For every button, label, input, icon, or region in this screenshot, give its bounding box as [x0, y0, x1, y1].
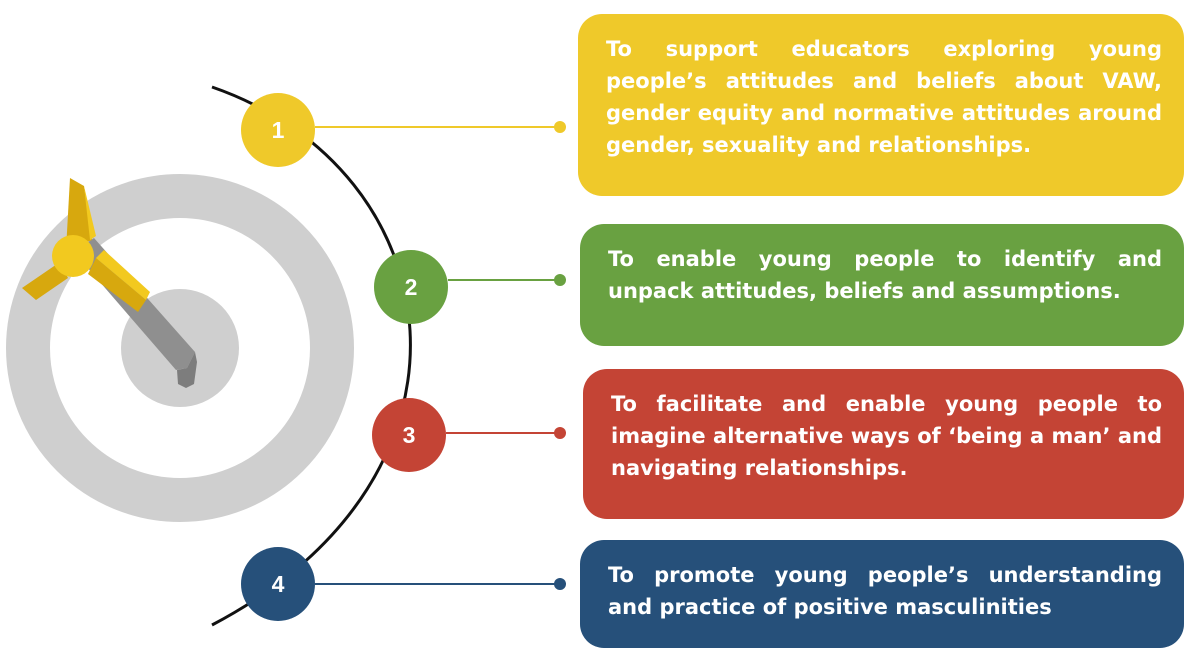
objective-box-3: To facilitate and enable young people to…: [583, 369, 1184, 519]
objective-box-1: To support educators exploring young peo…: [578, 14, 1184, 196]
connector-dot-1: [554, 121, 566, 133]
objective-number-1: 1: [241, 93, 315, 167]
objective-box-2: To enable young people to identify and u…: [580, 224, 1184, 346]
objective-number-4: 4: [241, 547, 315, 621]
objective-text-3: To facilitate and enable young people to…: [611, 392, 1162, 480]
objective-text-1: To support educators exploring young peo…: [606, 37, 1162, 157]
objective-number-2: 2: [374, 250, 448, 324]
connector-dot-2: [554, 274, 566, 286]
arrow-icon: [22, 178, 197, 388]
objective-text-2: To enable young people to identify and u…: [608, 247, 1162, 303]
connector-lines: [315, 121, 566, 590]
connector-dot-3: [554, 427, 566, 439]
objective-text-4: To promote young people’s understanding …: [608, 563, 1162, 619]
objective-box-4: To promote young people’s understanding …: [580, 540, 1184, 648]
connector-dot-4: [554, 578, 566, 590]
objective-number-3: 3: [372, 398, 446, 472]
